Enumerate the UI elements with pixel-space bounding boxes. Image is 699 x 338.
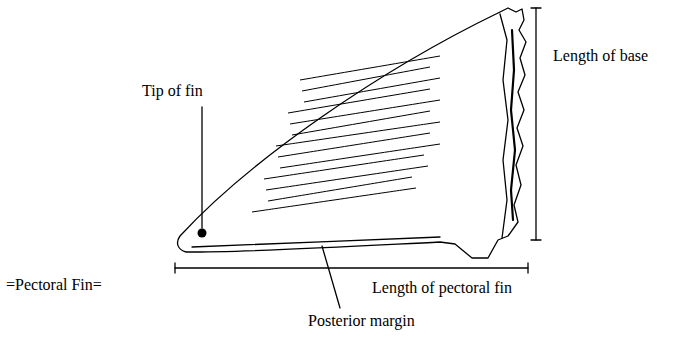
fin-ray — [302, 67, 430, 91]
dimension-tick — [531, 7, 541, 8]
fin-ray — [268, 177, 412, 201]
base-label: Length of base — [553, 47, 648, 65]
fin-rays — [252, 56, 440, 212]
fin-ray — [290, 100, 440, 124]
dimension-tick — [174, 263, 175, 273]
fin-base — [500, 14, 508, 238]
posterior-leader — [322, 246, 340, 308]
fin-ray — [252, 188, 416, 212]
fin-ray — [288, 89, 430, 113]
fin-ray — [300, 56, 440, 80]
tip-dot — [198, 229, 207, 238]
fin-ray — [292, 111, 430, 135]
length-dimension — [175, 267, 528, 268]
fin-outline — [178, 8, 526, 258]
tip-leader — [201, 107, 202, 228]
fin-base-edge — [511, 30, 515, 220]
fin-ray — [264, 155, 424, 179]
margin-label: Posterior margin — [308, 312, 415, 330]
dimension-tick — [527, 263, 528, 273]
fin-ray — [278, 133, 430, 157]
fin-ray — [276, 122, 440, 146]
figure-caption: =Pectoral Fin= — [6, 276, 102, 294]
tip-label: Tip of fin — [142, 82, 203, 100]
posterior-margin-line — [192, 237, 440, 247]
dimension-tick — [531, 239, 541, 240]
base-dimension — [535, 8, 536, 240]
length-label: Length of pectoral fin — [372, 279, 512, 297]
